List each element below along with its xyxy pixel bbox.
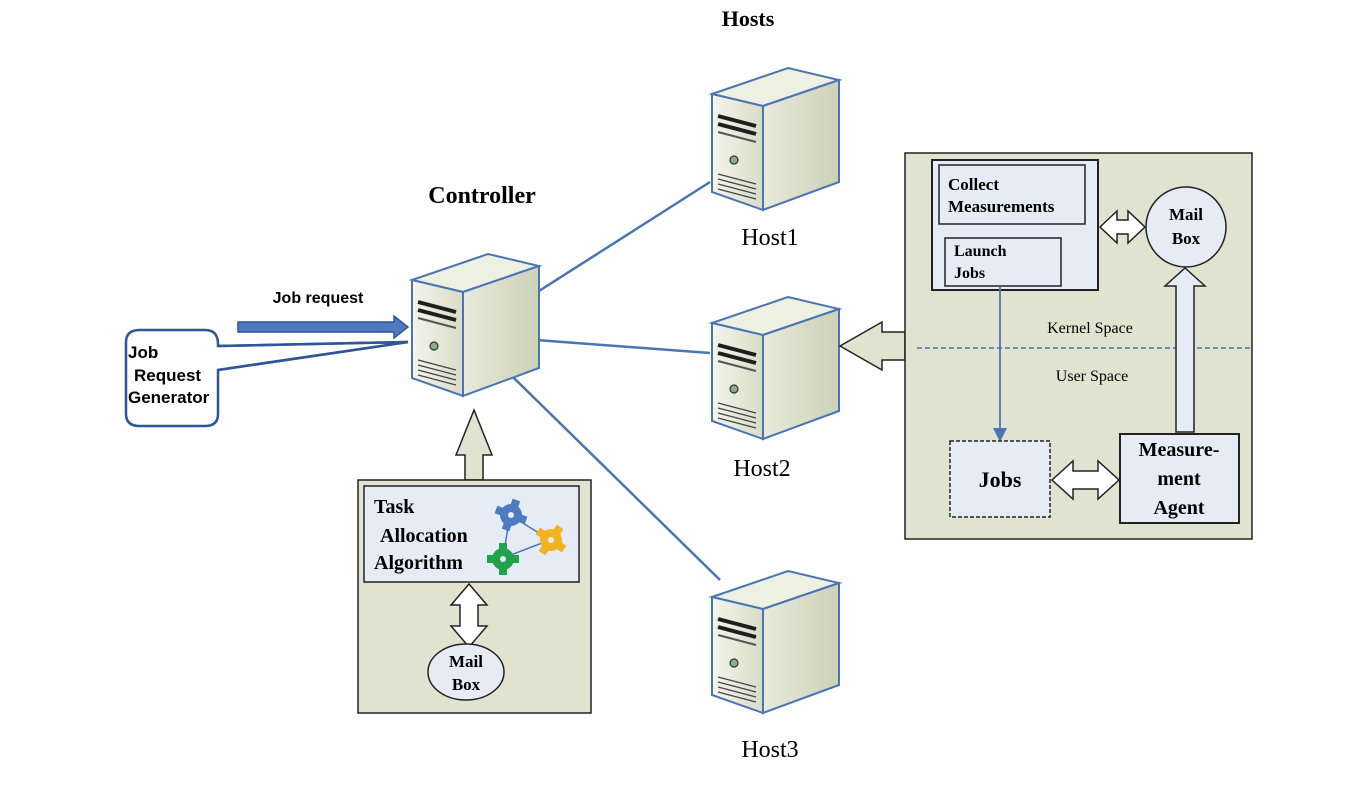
jobs-label: Jobs [979,467,1022,492]
host-detail-pointer-arrow [838,320,906,372]
host1-label: Host1 [741,225,798,251]
controller-title: Controller [428,183,536,209]
host-mailbox [1145,186,1227,268]
task-mailbox [427,643,505,701]
generator-line1: Job [128,343,158,362]
measurement-agent-box [1119,433,1240,524]
launch-to-jobs-arrowhead [993,428,1007,442]
task-line2: Allocation [380,525,468,547]
task-allocation-panel: Task Allocation Algorithm [357,479,592,714]
job-request-generator: Job Request Generator [124,328,409,428]
agent-to-mailbox-arrow [1163,266,1207,433]
job-request-label: Job request [273,290,364,307]
agent-line2: ment [1157,468,1201,490]
launch-line2: Jobs [954,265,985,282]
agent-line3: Agent [1153,497,1204,519]
collect-line1: Collect [948,175,999,194]
collect-measurements-box [938,164,1086,225]
job-request-arrow: Job request [237,290,410,340]
host-mailbox-line1: Mail [1169,205,1203,224]
user-space-label: User Space [1056,368,1128,385]
agent-line1: Measure- [1139,439,1220,461]
hosts-title: Hosts [722,6,775,31]
generator-line3: Generator [128,388,210,407]
launch-line1: Launch [954,243,1007,260]
host-detail-panel: Collect Measurements Launch Jobs Mail Bo… [904,152,1253,540]
controller-server-icon [410,252,541,398]
jobs-box [949,440,1051,518]
generator-line2: Request [134,366,201,385]
kernel-space-label: Kernel Space [1047,320,1133,337]
host2-label: Host2 [733,456,790,482]
network-gears-icon [487,498,567,575]
host-mailbox-line2: Box [1172,229,1201,248]
host1-server-icon [710,66,841,212]
task-mailbox-line1: Mail [449,652,483,671]
collect-line2: Measurements [948,197,1055,216]
collect-mailbox-double-arrow [1098,209,1147,245]
host3-label: Host3 [741,737,798,763]
task-line1: Task [374,496,415,518]
launch-jobs-box [944,237,1062,287]
task-mailbox-line2: Box [452,675,481,694]
up-arrow-to-controller [454,407,494,481]
task-line3: Algorithm [374,552,463,574]
host3-server-icon [710,569,841,715]
host2-server-icon [710,295,841,441]
